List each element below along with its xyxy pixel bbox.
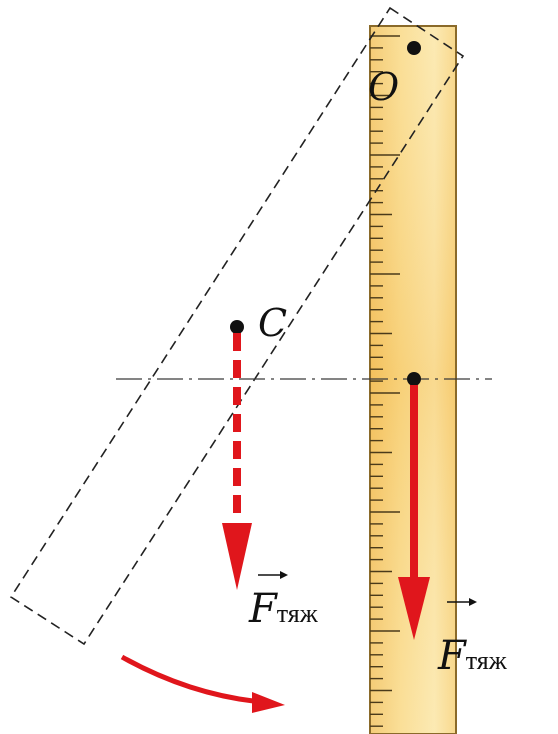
dashed-force-label: Fтяж [248, 586, 319, 632]
solid-arrow-head-icon [398, 577, 430, 640]
center-label: C [258, 301, 287, 345]
center-point-icon [230, 320, 244, 334]
pivot-point-icon [407, 41, 421, 55]
solid-force-label: Fтяж [437, 633, 508, 679]
tilted-ruler-outline [9, 6, 465, 646]
solid-force-vector-icon [447, 598, 477, 606]
pivot-label: O [368, 65, 399, 109]
ruler-center-point-icon [407, 372, 421, 386]
solid-force-arrow [398, 385, 430, 640]
ruler-ticks [370, 35, 400, 727]
dashed-force-vector-icon [258, 571, 288, 579]
dashed-force-arrow [222, 333, 252, 590]
rotation-arrow-icon [120, 654, 285, 713]
dashed-arrow-head-icon [222, 523, 252, 590]
